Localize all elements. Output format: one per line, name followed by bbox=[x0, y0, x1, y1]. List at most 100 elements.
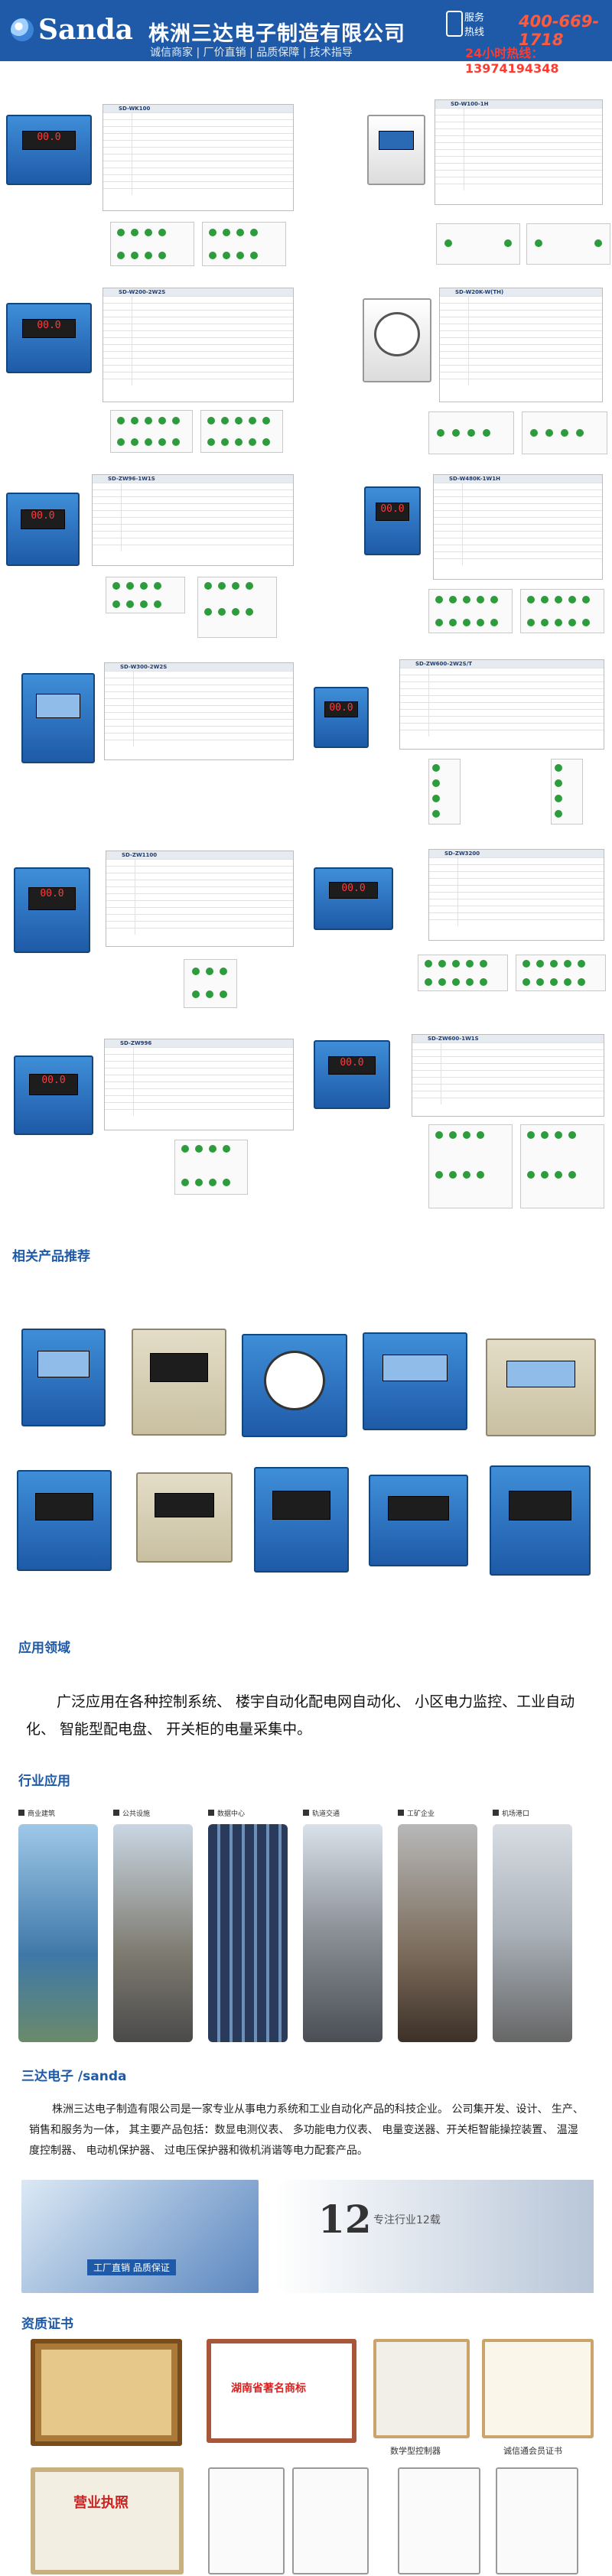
device-screen: 00.0 bbox=[328, 1055, 376, 1075]
spec-table: SD-ZW996 bbox=[104, 1039, 294, 1130]
about-text: 株洲三达电子制造有限公司是一家专业从事电力系统和工业自动化产品的科技企业。 公司… bbox=[29, 2103, 584, 2157]
spec-model: SD-WK100 bbox=[103, 105, 293, 112]
cert-1[interactable] bbox=[31, 2339, 182, 2446]
device-screen: 00.0 bbox=[324, 701, 358, 717]
spec-model: SD-W200-2W2S bbox=[103, 288, 293, 296]
device-image: 00.0 bbox=[314, 687, 369, 748]
wiring-diagram bbox=[428, 1124, 513, 1208]
cert-doc[interactable] bbox=[496, 2467, 578, 2574]
device-screen: 00.0 bbox=[22, 131, 76, 150]
spec-table: SD-W100-1H bbox=[435, 99, 603, 205]
wiring-diagram bbox=[551, 759, 583, 825]
industry-label: 机场港口 bbox=[493, 1808, 529, 1818]
industry-tile-rail[interactable] bbox=[303, 1824, 382, 2042]
spec-model: SD-ZW1100 bbox=[106, 851, 293, 859]
section-title-cert: 资质证书 bbox=[21, 2317, 73, 2332]
device-screen: 00.0 bbox=[22, 319, 76, 338]
recommended-product[interactable] bbox=[136, 1472, 233, 1563]
industry-label: 数据中心 bbox=[208, 1808, 245, 1818]
spec-table: SD-W20K-W(TH) bbox=[439, 288, 603, 402]
wiring-diagram bbox=[110, 410, 193, 453]
cert-2[interactable]: 湖南省著名商标 bbox=[207, 2339, 356, 2443]
device-screen: 00.0 bbox=[28, 886, 76, 910]
cert-license-text: 营业执照 bbox=[73, 2495, 129, 2511]
recommended-product[interactable] bbox=[132, 1329, 226, 1436]
recommended-product[interactable] bbox=[369, 1475, 468, 1566]
mobile-hotline[interactable]: 24小时热线：13974194348 bbox=[465, 46, 559, 76]
logo-text: Sanda bbox=[38, 14, 133, 46]
industry-label: 工矿企业 bbox=[398, 1808, 435, 1818]
header: Sanda 株洲三达电子制造有限公司 诚信商家 | 厂价直销 | 品质保障 | … bbox=[0, 0, 612, 76]
recommended-product[interactable] bbox=[242, 1334, 347, 1437]
logo[interactable]: Sanda bbox=[11, 14, 133, 46]
recommended-product[interactable] bbox=[363, 1332, 467, 1430]
recommended-product[interactable] bbox=[486, 1338, 596, 1436]
section-title-recommend: 相关产品推荐 bbox=[12, 1249, 90, 1264]
section-title-industry: 行业应用 bbox=[18, 1774, 70, 1789]
wiring-diagram bbox=[428, 411, 514, 454]
wiring-diagram bbox=[106, 577, 185, 613]
cert-3[interactable] bbox=[373, 2339, 470, 2438]
recommended-product[interactable] bbox=[21, 1329, 106, 1426]
wiring-diagram bbox=[516, 955, 606, 991]
recommended-product[interactable] bbox=[490, 1465, 591, 1576]
wiring-diagram bbox=[110, 222, 194, 266]
spec-model: SD-ZW996 bbox=[105, 1039, 293, 1047]
device-image: 00.0 bbox=[6, 303, 92, 373]
device-image: 00.0 bbox=[364, 486, 421, 555]
wiring-diagram bbox=[522, 411, 607, 454]
spec-table: SD-W480K-1W1H bbox=[433, 474, 603, 580]
slogan: 技术指导 bbox=[309, 47, 353, 59]
section-title-application: 应用领域 bbox=[18, 1641, 70, 1656]
hotline-phone[interactable]: 400-669-1718 bbox=[519, 12, 600, 49]
industry-tile-buildings[interactable] bbox=[18, 1824, 98, 2042]
recommended-product[interactable] bbox=[17, 1470, 112, 1571]
spec-table: SD-WK100 bbox=[103, 104, 294, 211]
cert-doc[interactable] bbox=[208, 2467, 285, 2574]
device-image bbox=[363, 298, 431, 382]
banner-years: 12 专注行业12载 bbox=[275, 2180, 594, 2293]
cert-2-text: 湖南省著名商标 bbox=[231, 2382, 306, 2395]
slogan: 诚信商家 bbox=[150, 47, 193, 59]
spec-table: SD-ZW1100 bbox=[106, 851, 294, 947]
spec-model: SD-W480K-1W1H bbox=[434, 475, 602, 483]
slogan: 品质保障 bbox=[256, 47, 300, 59]
device-image bbox=[367, 115, 425, 185]
cert-4[interactable] bbox=[482, 2339, 594, 2438]
device-screen: 00.0 bbox=[375, 502, 410, 521]
industry-tile-datacenter[interactable] bbox=[208, 1824, 288, 2042]
wiring-diagram bbox=[520, 1124, 604, 1208]
industry-label-text: 商业建筑 bbox=[28, 1810, 56, 1818]
industry-icon bbox=[493, 1810, 499, 1816]
banner-right-text: 专注行业12载 bbox=[373, 2214, 441, 2226]
industry-icon bbox=[303, 1810, 309, 1816]
industry-icon bbox=[18, 1810, 24, 1816]
cert-license[interactable]: 营业执照 bbox=[31, 2467, 184, 2574]
wiring-diagram bbox=[526, 223, 610, 265]
industry-tile-industrial[interactable] bbox=[398, 1824, 477, 2042]
device-screen bbox=[35, 694, 81, 718]
device-screen bbox=[378, 131, 415, 150]
recommended-product[interactable] bbox=[254, 1467, 349, 1573]
slogans: 诚信商家 | 厂价直销 | 品质保障 | 技术指导 bbox=[150, 47, 353, 59]
industry-label: 商业建筑 bbox=[18, 1808, 55, 1818]
logo-icon bbox=[11, 18, 34, 41]
cert-doc[interactable] bbox=[292, 2467, 369, 2574]
cert-doc[interactable] bbox=[398, 2467, 480, 2574]
product-spec-area: 00.0 SD-WK100 SD-W100-1H 00.0 SD-W200-2W… bbox=[0, 80, 612, 1219]
spec-model: SD-ZW600-2W2S/T bbox=[400, 660, 604, 668]
spec-table: SD-ZW3200 bbox=[428, 849, 604, 941]
banner-number: 12 bbox=[318, 2197, 372, 2242]
industry-tile-public[interactable] bbox=[113, 1824, 193, 2042]
wiring-diagram bbox=[174, 1140, 248, 1195]
device-image: 00.0 bbox=[314, 867, 393, 930]
industry-icon bbox=[113, 1810, 119, 1816]
device-screen: 00.0 bbox=[329, 882, 378, 899]
industry-label: 公共设施 bbox=[113, 1808, 150, 1818]
device-image: 00.0 bbox=[6, 493, 80, 566]
spec-model: SD-ZW600-1W1S bbox=[412, 1035, 604, 1042]
industry-tile-airport[interactable] bbox=[493, 1824, 572, 2042]
wiring-diagram bbox=[200, 410, 283, 453]
banner-factory: 工厂直销 品质保证 bbox=[21, 2180, 259, 2293]
industry-label-text: 机场港口 bbox=[502, 1810, 530, 1818]
